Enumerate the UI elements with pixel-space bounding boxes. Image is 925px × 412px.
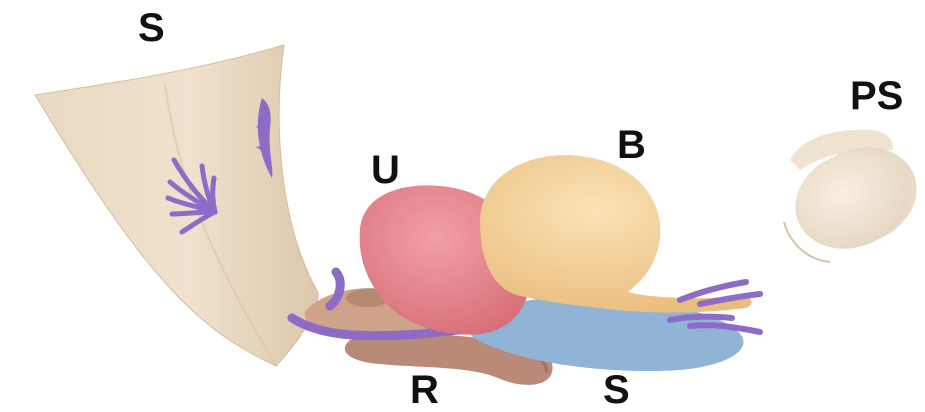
label-s-lower: S: [603, 370, 630, 410]
label-pessary: PS: [850, 76, 903, 116]
label-sacrum: S: [138, 8, 165, 48]
pessary: [781, 130, 925, 266]
label-rectum: R: [410, 370, 439, 410]
sacrum-sheet: [35, 45, 318, 366]
label-bladder: B: [617, 125, 646, 165]
label-uterus: U: [371, 150, 400, 190]
